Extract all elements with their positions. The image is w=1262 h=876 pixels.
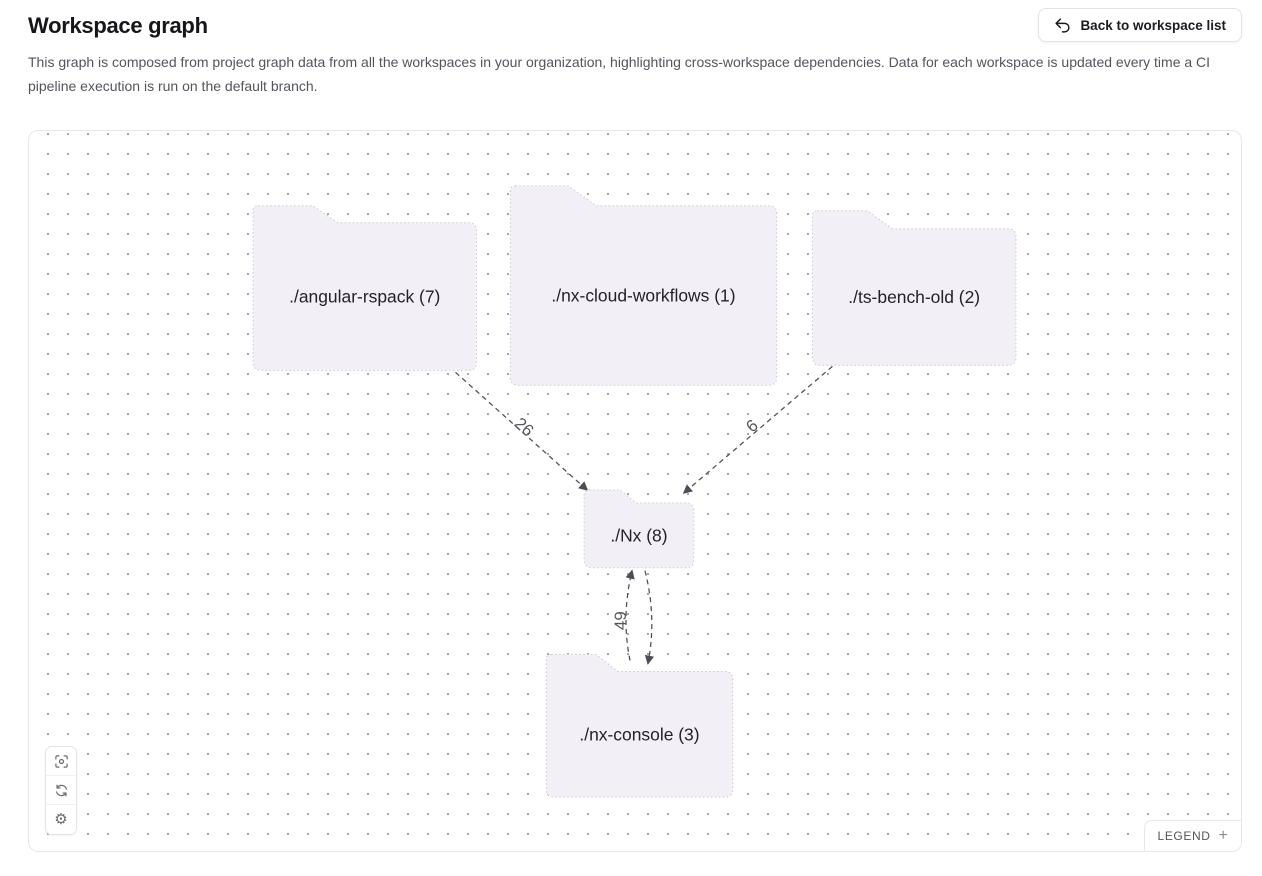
graph-node-nx-console[interactable]: ./nx-console (3) xyxy=(545,654,734,798)
graph-node-label: ./Nx (8) xyxy=(610,525,667,545)
page-description: This graph is composed from project grap… xyxy=(28,54,1211,94)
folder-node-shape[interactable] xyxy=(583,489,695,569)
graph-node-label: ./nx-cloud-workflows (1) xyxy=(551,286,735,306)
graph-edge xyxy=(625,569,635,661)
folder-node-shape[interactable] xyxy=(252,205,477,371)
center-focus-icon xyxy=(54,754,69,769)
legend-toggle[interactable]: LEGEND + xyxy=(1144,820,1241,851)
fit-view-button[interactable] xyxy=(46,747,76,776)
folder-node-shape[interactable] xyxy=(812,210,1017,366)
gear-icon: ⚙ xyxy=(54,810,68,828)
graph-edge-label: 6 xyxy=(742,416,761,437)
graph-node-label: ./nx-console (3) xyxy=(579,724,699,744)
workspace-graph-canvas[interactable]: ./angular-rspack (7) ./nx-cloud-workflows… xyxy=(28,130,1242,852)
graph-edge-label: 26 xyxy=(511,414,538,441)
graph-node-nx[interactable]: ./Nx (8) xyxy=(583,489,695,569)
settings-button[interactable]: ⚙ xyxy=(46,805,76,834)
folder-node-shape[interactable] xyxy=(545,654,734,798)
legend-label: LEGEND xyxy=(1157,829,1211,843)
graph-edges-layer xyxy=(455,365,833,665)
refresh-button[interactable] xyxy=(46,776,76,805)
folder-node-shape[interactable] xyxy=(509,185,778,386)
graph-edge xyxy=(682,365,833,494)
graph-edge xyxy=(644,570,655,665)
graph-node-label: ./angular-rspack (7) xyxy=(289,287,440,307)
page-title: Workspace graph xyxy=(28,13,208,38)
arrow-uturn-left-icon xyxy=(1054,17,1071,34)
graph-nodes-layer: ./angular-rspack (7) ./nx-cloud-workflows… xyxy=(252,185,1017,798)
graph-node-label: ./ts-bench-old (2) xyxy=(848,287,980,307)
graph-controls: ⚙ xyxy=(45,746,77,835)
plus-icon: + xyxy=(1218,827,1229,844)
graph-node-angular-rspack[interactable]: ./angular-rspack (7) xyxy=(252,205,477,371)
graph-svg[interactable]: ./angular-rspack (7) ./nx-cloud-workflows… xyxy=(29,131,1241,851)
graph-node-nx-cloud-workflows[interactable]: ./nx-cloud-workflows (1) xyxy=(509,185,778,386)
graph-edge-label: 49 xyxy=(611,611,630,630)
graph-node-ts-bench-old[interactable]: ./ts-bench-old (2) xyxy=(812,210,1017,366)
page-header: Workspace graph This graph is composed f… xyxy=(28,13,1242,98)
graph-edge xyxy=(455,371,589,491)
back-button-label: Back to workspace list xyxy=(1080,17,1226,33)
refresh-icon xyxy=(54,783,69,798)
back-to-workspace-list-button[interactable]: Back to workspace list xyxy=(1038,8,1242,42)
